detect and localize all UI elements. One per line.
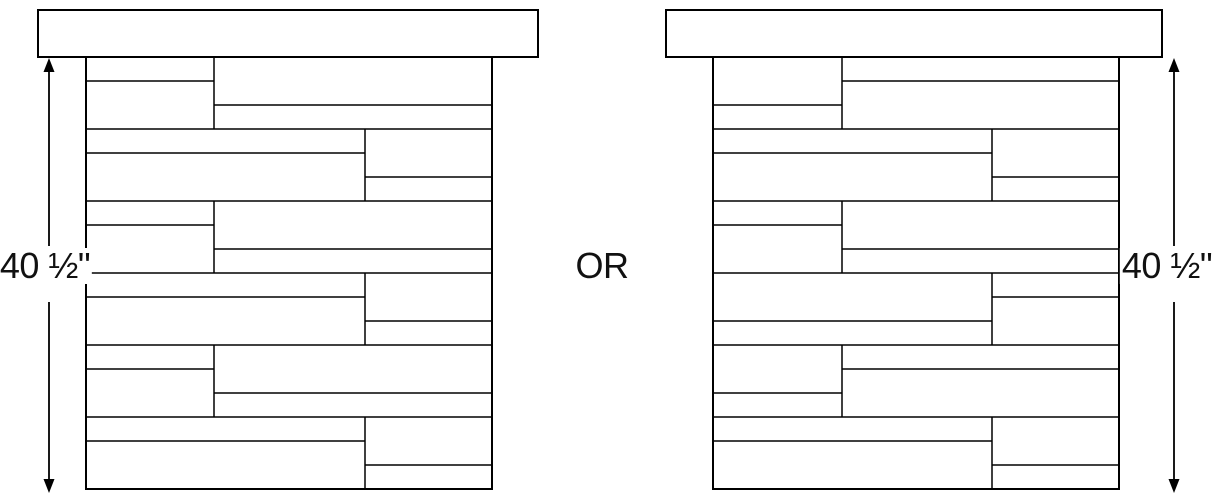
top-bar <box>37 9 539 58</box>
arrow-up-head-icon <box>1168 58 1180 72</box>
right-dimension-label: 40 ½" <box>1119 245 1215 286</box>
left-dimension-label: 40 ½" <box>0 248 93 284</box>
arrow-up-head-icon <box>43 58 55 72</box>
arrow-down-head-icon <box>43 479 55 493</box>
or-label: OR <box>573 245 631 286</box>
arrow-down-head-icon <box>1168 479 1180 493</box>
top-bar <box>665 9 1163 58</box>
